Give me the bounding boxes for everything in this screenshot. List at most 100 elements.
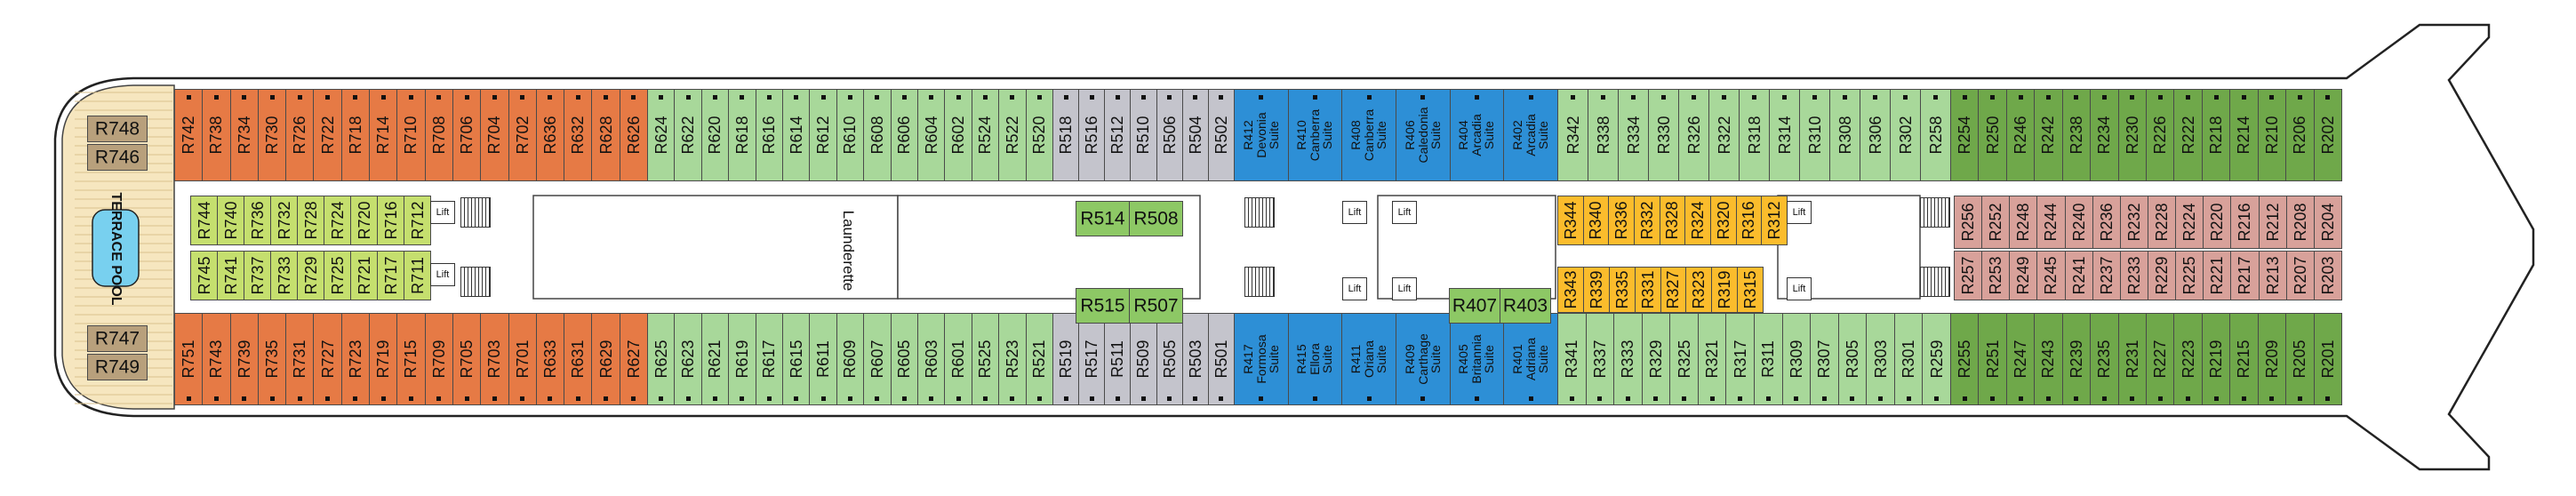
cabin-r240: R240 [2064, 196, 2093, 249]
cabin-r405: R405 Britannia Suite [1449, 313, 1505, 405]
bed-marker [1873, 95, 1877, 100]
cabin-r235: R235 [2090, 313, 2119, 405]
cabin-r218: R218 [2201, 89, 2231, 181]
cabin-label: R330 [1654, 116, 1673, 155]
cabin-label: R524 [976, 116, 995, 155]
bed-marker [2157, 396, 2163, 401]
cabin-r201: R201 [2313, 313, 2342, 405]
cabin-label: R729 [301, 256, 320, 295]
cabin-r509: R509 [1130, 313, 1157, 405]
cabin-label: R601 [949, 340, 968, 379]
cabin-label: R737 [248, 256, 267, 295]
cabin-r749: R749 [87, 354, 148, 380]
bed-marker [847, 95, 852, 100]
cabin-r523: R523 [998, 313, 1027, 405]
cabin-r625: R625 [647, 313, 676, 405]
cabin-r344: R344 [1557, 196, 1584, 245]
cabin-label: R602 [949, 116, 968, 155]
cabin-label: R407 [1452, 295, 1498, 316]
cabin-label: R303 [1871, 340, 1890, 379]
bed-marker [2186, 396, 2191, 401]
cabin-r247: R247 [2005, 313, 2036, 405]
cabin-label: R615 [787, 340, 805, 379]
cabin-r229: R229 [2148, 251, 2177, 300]
cabin-r329: R329 [1641, 313, 1671, 405]
cabin-r627: R627 [619, 313, 648, 405]
cabin-r336: R336 [1608, 196, 1635, 245]
cabin-r241: R241 [2064, 251, 2093, 300]
cabin-r209: R209 [2257, 313, 2287, 405]
cabin-label: R205 [2291, 340, 2309, 379]
bed-marker [520, 95, 525, 100]
cabin-label: R621 [706, 340, 724, 379]
cabin-r716: R716 [377, 196, 404, 245]
cabin-label: R402 Arcadia Suite [1510, 114, 1551, 156]
bed-marker [1821, 396, 1827, 401]
lift-icon: Lift [1787, 201, 1812, 224]
cabin-r621: R621 [700, 313, 730, 405]
bed-marker [353, 396, 358, 401]
cabin-label: R339 [1587, 270, 1605, 309]
bed-marker [1193, 396, 1198, 401]
bed-marker [520, 396, 525, 401]
bed-marker [2325, 95, 2331, 100]
cabin-label: R521 [1030, 340, 1049, 379]
cabin-r216: R216 [2230, 196, 2260, 249]
cabin-r225: R225 [2175, 251, 2204, 300]
stairs [1244, 267, 1275, 297]
cabin-r331: R331 [1634, 267, 1661, 313]
cabin-label: R721 [355, 256, 373, 295]
cabin-r748: R748 [87, 116, 148, 142]
cabin-r738: R738 [202, 89, 231, 181]
lift-icon: Lift [1342, 277, 1367, 300]
cabin-label: R501 [1212, 340, 1230, 379]
cabin-label: R746 [94, 147, 140, 168]
bed-marker [1692, 95, 1696, 100]
cabin-r739: R739 [229, 313, 259, 405]
cabin-r234: R234 [2090, 89, 2119, 181]
cabin-label: R321 [1703, 340, 1722, 379]
cabin-r514: R514 [1076, 201, 1130, 236]
cabin-label: R515 [1080, 295, 1125, 316]
cabin-label: R220 [2208, 203, 2227, 242]
stairs [1920, 267, 1950, 297]
cabin-r735: R735 [257, 313, 287, 405]
bed-marker [685, 95, 691, 100]
bed-marker [2213, 95, 2219, 100]
bed-marker [901, 95, 907, 100]
cabin-r342: R342 [1557, 89, 1588, 181]
cabin-label: R215 [2235, 340, 2253, 379]
cabin-r217: R217 [2230, 251, 2260, 300]
cabin-label: R203 [2318, 256, 2337, 295]
cabin-label: R201 [2318, 340, 2337, 379]
cabin-r415: R415 Ellora Suite [1287, 313, 1343, 405]
cabin-r606: R606 [890, 89, 918, 181]
cabin-r312: R312 [1761, 196, 1788, 245]
cabin-label: R337 [1590, 340, 1609, 379]
bed-marker [1962, 396, 1967, 401]
terrace-pool [92, 209, 140, 287]
cabin-r252: R252 [1981, 196, 2011, 249]
cabin-label: R722 [318, 116, 337, 155]
bed-marker [380, 396, 386, 401]
bed-marker [297, 396, 302, 401]
cabin-r236: R236 [2092, 196, 2121, 249]
cabin-label: R240 [2069, 203, 2088, 242]
cabin-r518: R518 [1052, 89, 1080, 181]
bed-marker [408, 95, 413, 100]
bed-marker [1738, 396, 1743, 401]
cabin-label: R735 [263, 340, 282, 379]
cabin-label: R726 [291, 116, 309, 155]
cabin-label: R607 [868, 340, 886, 379]
bed-marker [794, 396, 799, 401]
bed-marker [1193, 95, 1198, 100]
cabin-r330: R330 [1648, 89, 1679, 181]
cabin-label: R504 [1186, 116, 1204, 155]
cabin-label: R718 [346, 116, 364, 155]
cabin-label: R207 [2291, 256, 2309, 295]
cabin-r746: R746 [87, 144, 148, 171]
cabin-r309: R309 [1781, 313, 1812, 405]
bed-marker [1259, 396, 1264, 401]
cabin-label: R222 [2179, 116, 2197, 155]
cabin-r208: R208 [2285, 196, 2315, 249]
